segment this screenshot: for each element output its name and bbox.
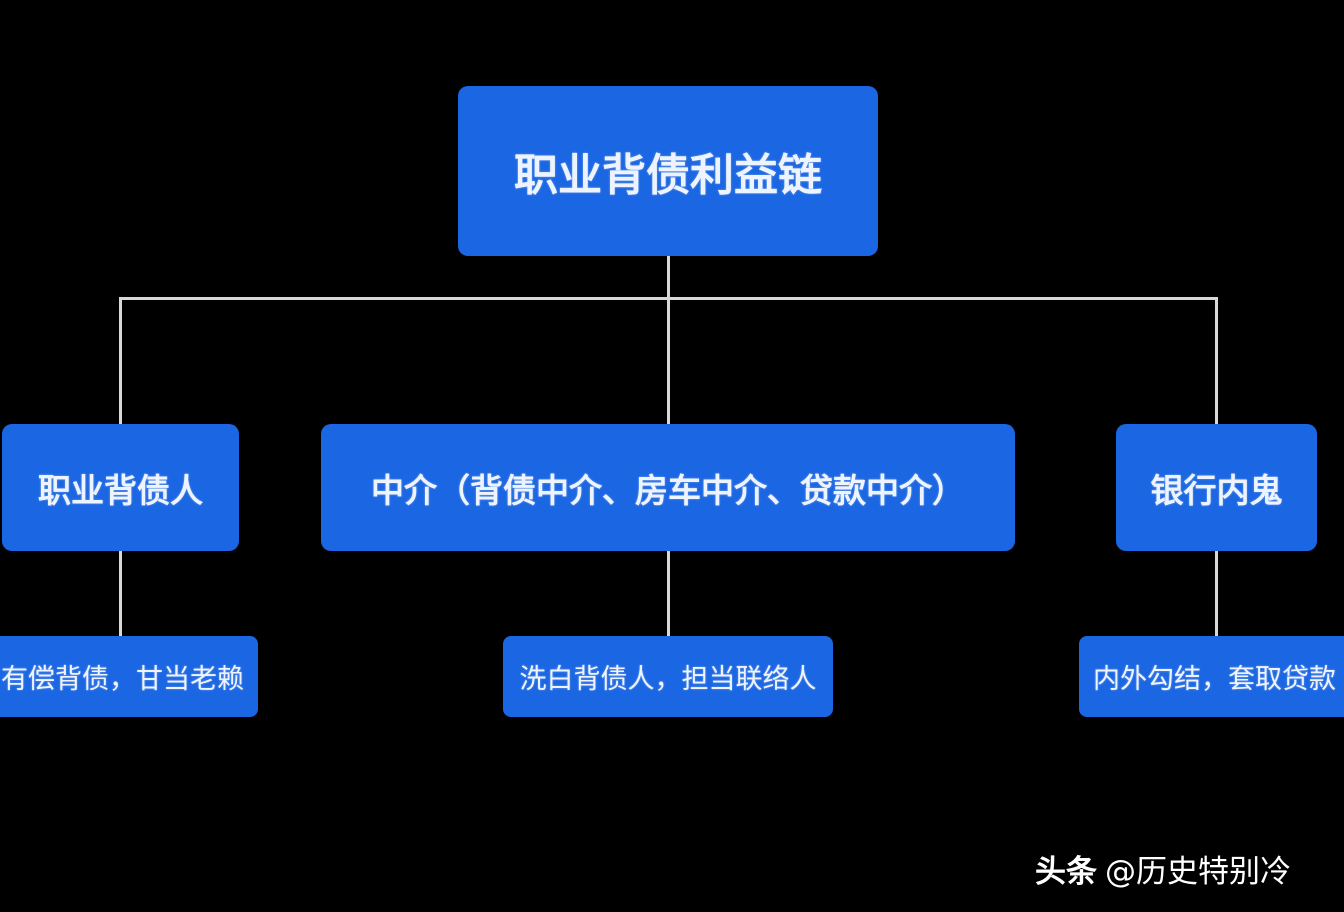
root-node: 职业背债利益链 [458,86,878,256]
node-label: 职业背债人 [38,470,203,510]
node-professional-debtor: 职业背债人 [2,424,239,551]
root-node-label: 职业背债利益链 [514,150,822,201]
connector-root-down [667,256,670,424]
detail-intermediary: 洗白背债人，担当联络人 [503,636,833,717]
node-label: 银行内鬼 [1150,470,1283,510]
connector-right-down [1215,297,1218,424]
node-bank-insider: 银行内鬼 [1116,424,1317,551]
watermark-handle: @历史特别冷 [1105,854,1291,890]
connector-right-detail [1215,551,1218,636]
watermark: 头条@历史特别冷 [1035,846,1291,891]
node-label: 中介（背债中介、房车中介、贷款中介） [371,470,965,510]
watermark-brand: 头条 [1035,854,1097,890]
node-intermediary: 中介（背债中介、房车中介、贷款中介） [321,424,1015,551]
detail-label: 有偿背债，甘当老赖 [1,664,244,695]
connector-mid-detail [667,551,670,636]
connector-left-down [119,297,122,424]
detail-professional-debtor: 有偿背债，甘当老赖 [0,636,258,717]
detail-label: 洗白背债人，担当联络人 [519,664,817,695]
connector-horizontal [119,297,1218,300]
detail-bank-insider: 内外勾结，套取贷款 [1079,636,1344,717]
connector-left-detail [119,551,122,636]
detail-label: 内外勾结，套取贷款 [1093,664,1336,695]
